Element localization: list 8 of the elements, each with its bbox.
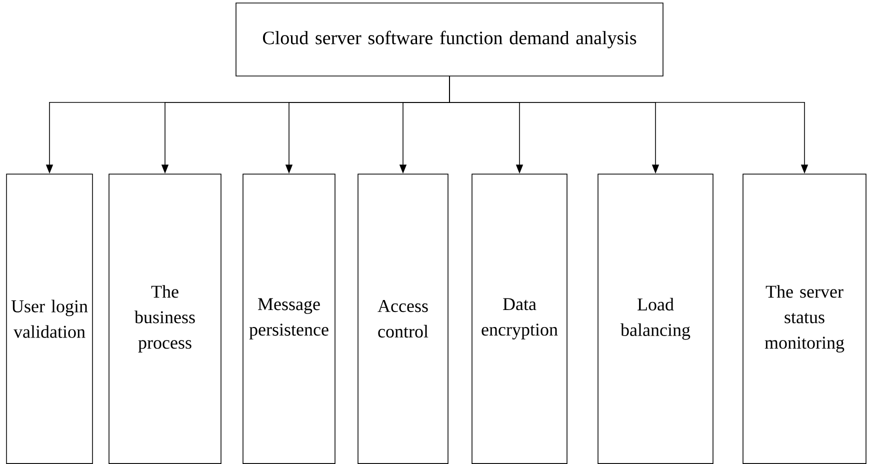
function-box: Message persistence [242, 174, 336, 464]
function-box: Data encryption [472, 174, 568, 464]
title-box: Cloud server software function demand analysis [236, 2, 664, 76]
function-box: Load balancing [598, 174, 714, 464]
function-box: Access control [358, 174, 448, 464]
function-box: The server status monitoring [742, 174, 866, 464]
function-box: The business process [108, 174, 222, 464]
function-box: User login validation [6, 174, 93, 464]
